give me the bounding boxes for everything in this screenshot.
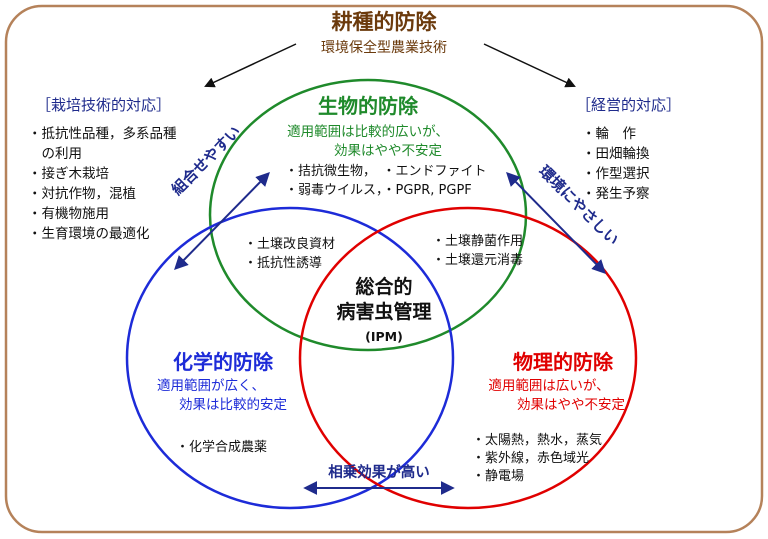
- right-box-item: ・輪 作: [582, 126, 636, 142]
- physical-item: ・静電場: [472, 469, 525, 484]
- biological-items-line1: ・拮抗微生物， ・エンドファイト: [285, 164, 487, 179]
- diagram-subtitle: 環境保全型農業技術: [321, 40, 447, 56]
- right-box-item: ・発生予察: [582, 186, 650, 202]
- physical-items: ・太陽熱，熱水，蒸気 ・紫外線，赤色域光 ・静電場: [472, 432, 602, 486]
- physical-item: ・太陽熱，熱水，蒸気: [472, 433, 603, 448]
- left-box-list: ・抵抗性品種，多系品種 の利用 ・接ぎ木栽培 ・対抗作物，混植 ・有機物施用 ・…: [28, 124, 177, 244]
- overlap-item: ・土壌改良資材: [244, 237, 336, 252]
- biological-items-line2: ・弱毒ウイルス，・PGPR, PGPF: [285, 183, 472, 198]
- physical-desc-line1: 適用範囲は広いが、: [488, 378, 610, 394]
- left-box-item: の利用: [28, 146, 82, 162]
- chemical-circle: [125, 206, 455, 510]
- right-box-item: ・田畑輪換: [582, 146, 650, 162]
- left-box-item: ・対抗作物，混植: [28, 186, 136, 202]
- center-line2: 病害虫管理: [336, 301, 432, 323]
- chemical-title: 化学的防除: [173, 350, 273, 374]
- outer-frame: [4, 4, 764, 534]
- right-box-item: ・作型選択: [582, 166, 650, 182]
- biological-title: 生物的防除: [318, 94, 418, 118]
- overlap-item: ・土壌静菌作用: [432, 234, 524, 249]
- center-line3: (IPM): [365, 329, 403, 344]
- physical-item: ・紫外線，赤色域光: [472, 451, 590, 466]
- physical-title: 物理的防除: [513, 350, 613, 374]
- chemical-desc-line1: 適用範囲が広く、: [157, 378, 265, 394]
- overlap-bio-chem: ・土壌改良資材 ・抵抗性誘導: [244, 235, 335, 273]
- right-box-list: ・輪 作 ・田畑輪換 ・作型選択 ・発生予察: [582, 124, 650, 204]
- biological-desc-line1: 適用範囲は比較的広いが、: [287, 124, 449, 140]
- biological-desc-line2: 効果はやや不安定: [334, 143, 442, 159]
- left-box-item: ・有機物施用: [28, 206, 109, 222]
- left-box-item: ・接ぎ木栽培: [28, 166, 109, 182]
- right-box-heading: ［経営的対応］: [576, 96, 682, 114]
- physical-desc-line2: 効果はやや不安定: [517, 397, 625, 413]
- chemical-desc-line2: 効果は比較的安定: [179, 397, 287, 413]
- physical-circle: [298, 206, 638, 510]
- diagram-title: 耕種的防除: [331, 10, 437, 34]
- overlap-item: ・抵抗性誘導: [244, 256, 323, 271]
- chemical-item: ・化学合成農薬: [176, 440, 268, 455]
- left-box-item: ・生育環境の最適化: [28, 226, 150, 242]
- arrow-to-right-box: [483, 43, 576, 88]
- left-box-item: ・抵抗性品種，多系品種: [28, 126, 177, 142]
- arrow-to-left-box: [204, 43, 297, 88]
- arrow-label-bottom: 相乗効果が高い: [328, 465, 430, 481]
- double-arrow-right-diagonal: [506, 171, 606, 275]
- overlap-bio-phys: ・土壌静菌作用 ・土壌還元消毒: [432, 232, 523, 270]
- overlap-item: ・土壌還元消毒: [432, 253, 524, 268]
- left-box-heading: ［栽培技術的対応］: [36, 96, 172, 114]
- center-line1: 総合的: [355, 276, 413, 298]
- double-arrow-left-diagonal: [174, 171, 270, 271]
